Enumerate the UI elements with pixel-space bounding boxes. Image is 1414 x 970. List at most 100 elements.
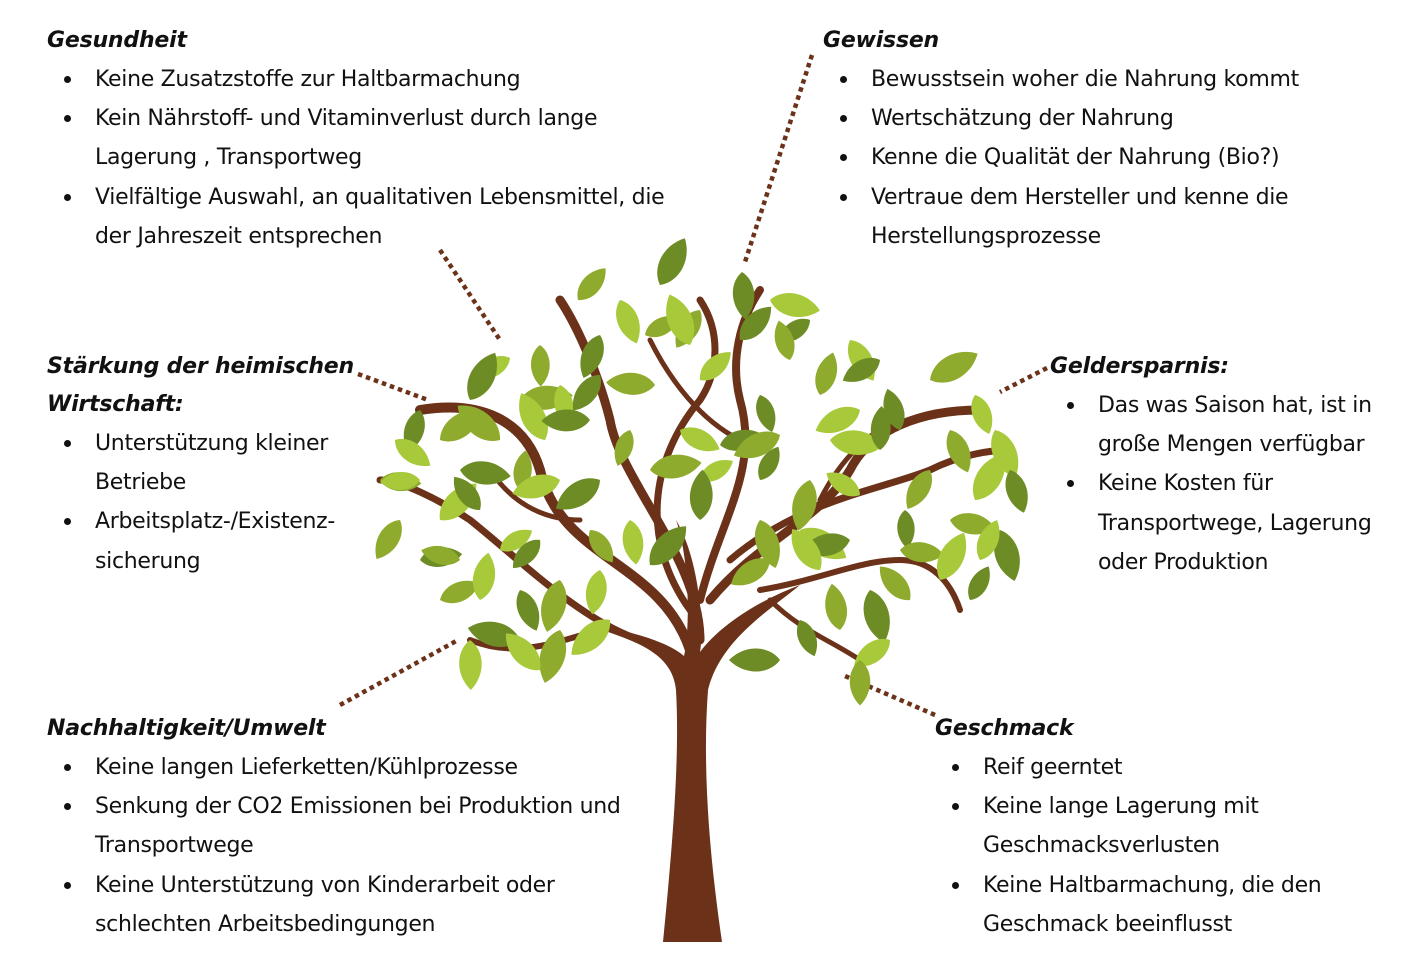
branch	[726, 446, 1014, 564]
section-geldersparnis: Geldersparnis: Das was Saison hat, ist i…	[1050, 348, 1412, 582]
leaf	[580, 335, 604, 378]
leaf	[577, 268, 606, 301]
list-item: Unterstützung kleiner Betriebe	[47, 424, 387, 502]
list-wirtschaft: Unterstützung kleiner Betriebe Arbeitspl…	[47, 424, 387, 581]
leaf	[815, 406, 860, 434]
section-wirtschaft: Stärkung der heimischen Wirtschaft: Unte…	[47, 348, 387, 581]
leaf	[512, 474, 560, 499]
leaf	[739, 306, 772, 341]
branch	[705, 405, 985, 605]
leaf	[700, 460, 733, 482]
branch	[647, 337, 743, 443]
leaf	[649, 526, 687, 566]
dotted-connector	[742, 54, 815, 263]
leaf	[680, 427, 720, 452]
leaf	[754, 520, 780, 569]
leaf	[380, 471, 420, 490]
leaf	[897, 510, 915, 549]
section-title-geldersparnis: Geldersparnis:	[1050, 354, 1229, 379]
leaf	[572, 374, 601, 411]
leaf	[457, 405, 501, 441]
dotted-connector	[998, 365, 1049, 395]
leaf	[732, 272, 755, 320]
leaf	[991, 430, 1019, 478]
list-item: Keine Haltbarmachung, die den Geschmack …	[935, 866, 1410, 944]
leaf	[792, 480, 817, 531]
list-item: Reif geerntet	[935, 748, 1410, 787]
leaf	[971, 395, 993, 434]
leaf	[770, 293, 820, 318]
list-item: Bewusstsein woher die Nahrung kommt	[823, 60, 1413, 99]
leaf	[900, 542, 944, 563]
leaf	[500, 529, 533, 552]
leaf	[375, 520, 402, 560]
leaf	[950, 513, 996, 535]
list-item: Kein Nährstoff- und Vitaminverlust durch…	[47, 99, 697, 177]
leaf	[541, 580, 567, 632]
leaf	[606, 372, 655, 395]
leaf	[972, 453, 1006, 500]
dotted-connector	[438, 248, 502, 342]
leaf	[541, 409, 590, 432]
leaf	[516, 590, 540, 631]
list-geschmack: Reif geerntet Keine lange Lagerung mit G…	[935, 748, 1410, 944]
leaf	[519, 393, 548, 440]
branch	[376, 476, 644, 644]
leaf	[946, 430, 971, 473]
leaf	[968, 566, 990, 600]
section-title-nachhaltigkeit: Nachhaltigkeit/Umwelt	[47, 716, 326, 741]
leaf	[791, 528, 822, 570]
leaf	[459, 640, 482, 690]
list-item: Vertraue dem Hersteller und kenne die He…	[823, 178, 1413, 256]
tree-leaves	[375, 238, 1028, 706]
leaf	[863, 590, 890, 643]
tree-trunk	[588, 520, 800, 942]
list-item: Keine lange Lagerung mit Geschmacksverlu…	[935, 787, 1410, 865]
list-item: Kenne die Qualität der Nahrung (Bio?)	[823, 138, 1413, 177]
leaf	[421, 545, 460, 565]
leaf	[472, 552, 496, 600]
list-item: Vielfältige Auswahl, an qualitativen Leb…	[47, 178, 697, 256]
leaf	[460, 461, 511, 485]
leaf	[588, 530, 614, 563]
section-gesundheit: Gesundheit Keine Zusatzstoffe zur Haltba…	[47, 22, 697, 256]
leaf	[657, 238, 687, 285]
list-item: Senkung der CO2 Emissionen bei Produktio…	[47, 787, 667, 865]
leaf	[1005, 470, 1028, 513]
leaf	[906, 470, 932, 509]
leaf	[796, 620, 818, 657]
leaf	[729, 648, 780, 672]
leaf	[994, 530, 1020, 581]
leaf	[825, 583, 847, 630]
leaf	[730, 558, 770, 586]
section-geschmack: Geschmack Reif geerntet Keine lange Lage…	[935, 710, 1410, 944]
list-gesundheit: Keine Zusatzstoffe zur Haltbarmachung Ke…	[47, 60, 697, 256]
leaf	[699, 352, 731, 381]
list-geldersparnis: Das was Saison hat, ist in große Mengen …	[1050, 386, 1412, 582]
section-title-gewissen: Gewissen	[823, 28, 940, 53]
branch	[757, 556, 963, 613]
section-title-geschmack: Geschmack	[935, 716, 1074, 741]
leaf	[555, 478, 600, 510]
leaf	[394, 438, 431, 466]
leaf	[976, 519, 1000, 560]
leaf	[826, 472, 860, 497]
leaf	[650, 454, 702, 479]
leaf	[842, 357, 880, 382]
leaf	[879, 566, 911, 601]
list-item: Keine Unterstützung von Kinderarbeit ode…	[47, 866, 667, 944]
leaf	[585, 570, 607, 615]
list-item: Wertschätzung der Nahrung	[823, 99, 1413, 138]
leaf	[530, 345, 550, 387]
leaf	[853, 638, 891, 667]
leaf	[614, 430, 634, 466]
dotted-connector	[338, 638, 460, 707]
leaf	[756, 395, 776, 433]
leaf	[758, 446, 780, 480]
leaf	[505, 633, 541, 671]
leaf	[830, 430, 884, 455]
leaf	[622, 520, 644, 565]
section-nachhaltigkeit: Nachhaltigkeit/Umwelt Keine langen Liefe…	[47, 710, 667, 944]
leaf	[453, 476, 481, 511]
